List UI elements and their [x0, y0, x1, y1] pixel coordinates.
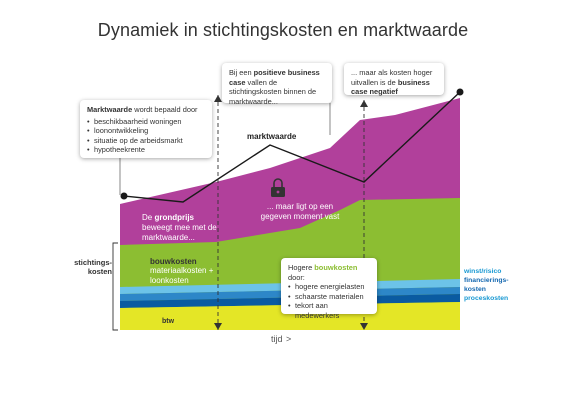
callout-positive-t1: Bij een [229, 68, 254, 77]
callout-marktwaarde-rest: wordt bepaald door [132, 105, 198, 114]
callout-positive-t3: case [229, 77, 246, 87]
callout-positive-business-case: Bij een positieve business case vallen d… [222, 63, 332, 106]
diagram-title: Dynamiek in stichtingskosten en marktwaa… [97, 20, 469, 40]
callout-marktwaarde-bold: Marktwaarde [87, 105, 133, 114]
callout-positive-t2: positieve business [253, 68, 320, 77]
list-item: hogere energielasten [288, 282, 370, 292]
callout-negative-business-case: ... maar als kosten hoger uitvallen is d… [344, 63, 444, 97]
marktwaarde-line [123, 91, 461, 203]
list-item: beschikbaarheid woningen [87, 117, 205, 127]
lock-label: ... maar ligt op een gegeven moment vast [260, 202, 340, 221]
time-marker-2-arrow-bottom [360, 323, 368, 330]
proceskosten-label: proceskosten [464, 295, 509, 302]
marktwaarde-end-dot [456, 88, 464, 96]
winst-risico-label: winst/risico [464, 268, 502, 275]
callout-marktwaarde-heading: Marktwaarde wordt bepaald door [87, 105, 205, 115]
time-marker-1-arrow-bottom [214, 323, 222, 330]
bouwkosten-sub: materiaalkosten + loonkosten [150, 266, 214, 285]
callout-marktwaarde: Marktwaarde wordt bepaald door beschikba… [80, 100, 212, 158]
time-marker-1-arrow-top [214, 95, 222, 102]
list-item: tekort aan medewerkers [288, 301, 370, 320]
time-axis-arrow: > [286, 334, 292, 344]
time-axis-text: tijd [271, 334, 283, 344]
list-item: loonontwikkeling [87, 126, 205, 136]
marktwaarde-start-dot [120, 192, 128, 200]
callout-bouwkosten-heading: Hogere bouwkosten [288, 263, 370, 273]
list-item: hypotheekrente [87, 145, 205, 155]
grondprijs-label-3: beweegt mee met de marktwaarde... [142, 223, 217, 242]
btw-label: btw [162, 318, 175, 325]
grondprijs-label: De grondprijs beweegt mee met de marktwa… [142, 213, 222, 243]
callout-negative-t2: business case negatief [351, 77, 430, 97]
stichtingskosten-bracket [112, 242, 118, 331]
grondprijs-label-2: grondprijs [154, 213, 195, 222]
lock-icon [271, 178, 285, 197]
stichtingskosten-label: stichtings-kosten [74, 258, 112, 276]
callout-marktwaarde-list: beschikbaarheid woningen loonontwikkelin… [87, 117, 205, 155]
callout-negative-t1: ... maar als kosten hoger uitvallen is d… [351, 68, 433, 87]
callout-bouwkosten-t1: Hogere [288, 263, 315, 272]
callout-bouwkosten-t3: door: [288, 272, 305, 282]
callout-bouwkosten-t2: bouwkosten [314, 263, 358, 272]
bouwkosten-title: bouwkosten [150, 257, 197, 266]
financieringskosten-label: financierings-kosten [464, 277, 509, 293]
list-item: situatie op de arbeidsmarkt [87, 136, 205, 146]
time-axis-label: tijd > [270, 334, 291, 344]
callout-hogere-bouwkosten: Hogere bouwkosten door: hogere energiela… [281, 258, 377, 320]
list-item: schaarste materialen [288, 292, 370, 302]
grondprijs-label-1: De [142, 213, 155, 222]
marktwaarde-label: marktwaarde [247, 132, 297, 141]
callout-bouwkosten-list: hogere energielasten schaarste materiale… [288, 282, 370, 320]
callout-positive-t4: vallen de stichtingskosten binnen de mar… [229, 77, 317, 106]
time-marker-2-arrow-top [360, 100, 368, 107]
